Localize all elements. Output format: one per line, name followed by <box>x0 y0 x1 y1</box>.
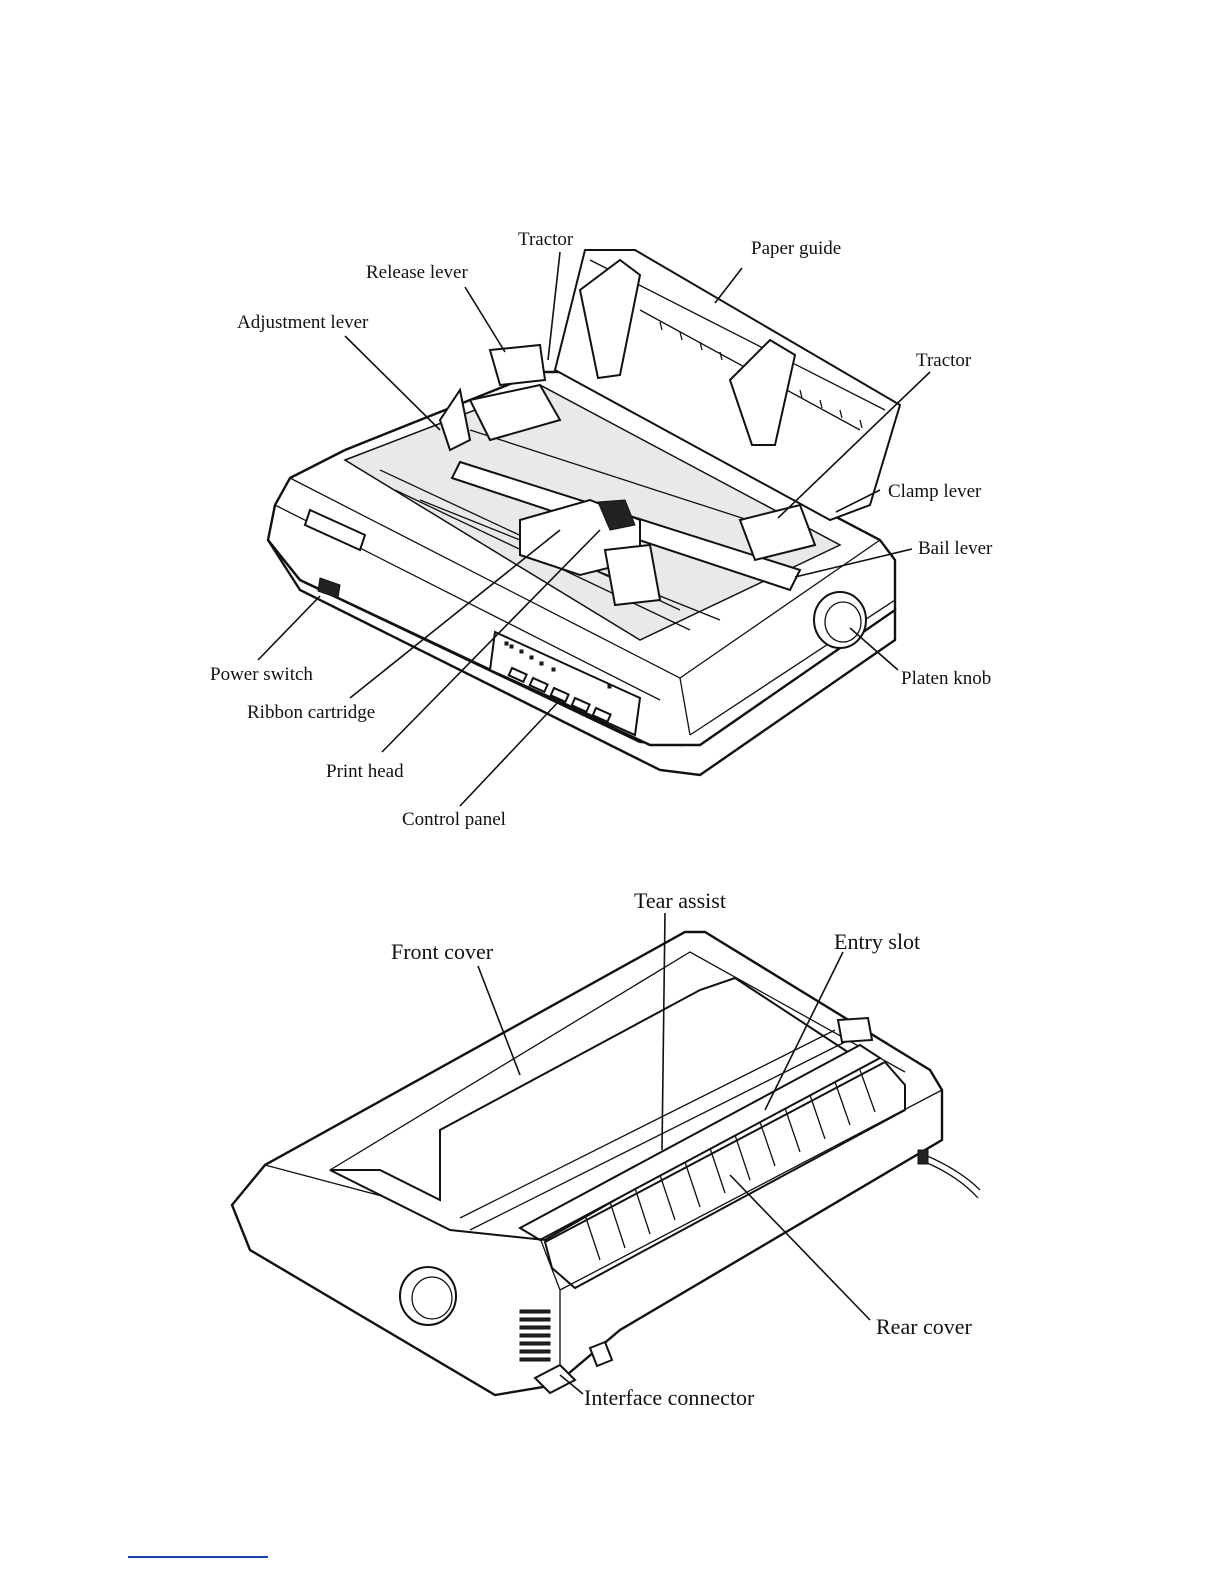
label-entry-slot: Entry slot <box>834 931 920 953</box>
label-front-cover: Front cover <box>391 941 493 963</box>
label-rear-cover: Rear cover <box>876 1316 972 1338</box>
label-interface-connector: Interface connector <box>584 1387 754 1409</box>
footer-rule <box>128 1556 268 1558</box>
label-tear-assist: Tear assist <box>634 890 726 912</box>
